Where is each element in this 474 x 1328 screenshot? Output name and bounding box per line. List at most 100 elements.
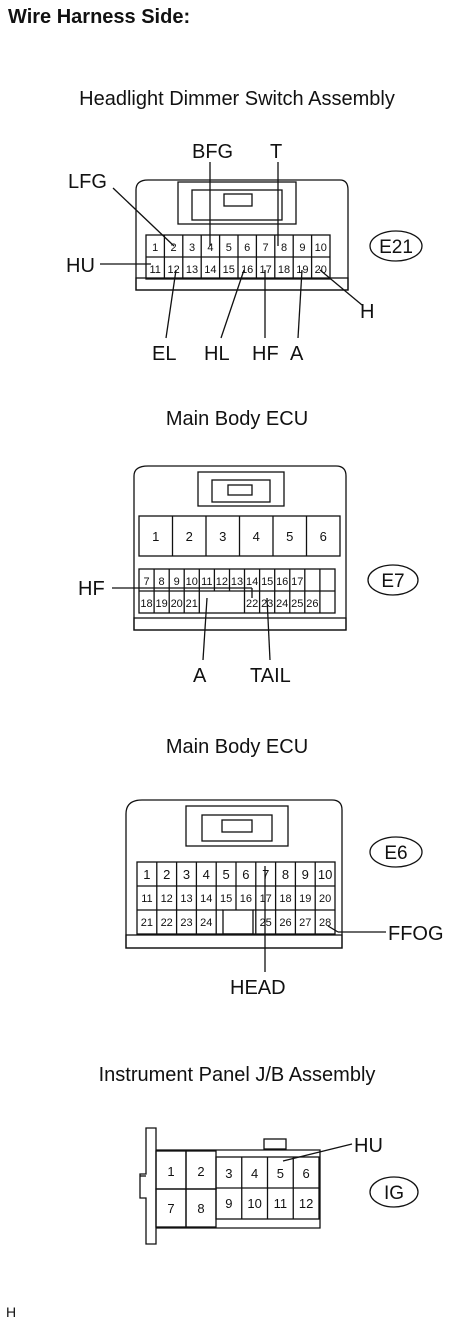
e21-pin-12: 12 xyxy=(167,264,179,276)
e21-pin-18: 18 xyxy=(278,264,290,276)
e21-label-lfg: LFG xyxy=(68,171,107,193)
e21-pin-16: 16 xyxy=(241,264,253,276)
e6-pin-3: 3 xyxy=(183,867,190,882)
e6-pin-19: 19 xyxy=(299,893,311,905)
e21-connector-id: E21 xyxy=(379,237,413,258)
e6-caption: Main Body ECU xyxy=(165,736,309,758)
e21-pin-6: 6 xyxy=(244,242,250,254)
connector-e7 xyxy=(112,465,419,661)
e21-labels: E21 LFG BFG T HU H EL HL HF A xyxy=(66,141,413,365)
ig-pin-4: 4 xyxy=(251,1166,258,1181)
e7-pin-11: 11 xyxy=(201,576,212,588)
e6-pin-6: 6 xyxy=(242,867,249,882)
e7-pins: 1 2 3 4 5 6 7 8 9 10 11 12 13 14 15 16 1… xyxy=(140,529,327,610)
footer-mark: H xyxy=(6,1304,17,1320)
e6-label-head: HEAD xyxy=(230,977,286,999)
e7-pin-14: 14 xyxy=(246,576,258,588)
ig-pin-12: 12 xyxy=(299,1196,313,1211)
e6-label-ffog: FFOG xyxy=(388,923,444,945)
e21-pin-3: 3 xyxy=(189,242,195,254)
e7-pin-19: 19 xyxy=(155,598,167,610)
ig-pin-2: 2 xyxy=(197,1164,204,1179)
ig-pins: 1 2 3 4 5 6 7 8 9 10 11 12 xyxy=(167,1164,313,1216)
e7-connector-id: E7 xyxy=(381,571,404,592)
ig-caption: Instrument Panel J/B Assembly xyxy=(98,1064,376,1086)
e6-pins: 1 2 3 4 5 6 7 8 9 10 11 12 13 14 15 16 1… xyxy=(141,867,333,929)
e6-pin-4: 4 xyxy=(203,867,210,882)
e7-pin-3: 3 xyxy=(219,529,226,544)
ig-pin-8: 8 xyxy=(197,1201,204,1216)
ig-pin-5: 5 xyxy=(277,1166,284,1181)
connector-e21 xyxy=(100,162,423,339)
e21-pin-19: 19 xyxy=(296,264,308,276)
ig-pin-1: 1 xyxy=(167,1164,174,1179)
ig-pin-6: 6 xyxy=(302,1166,309,1181)
e7-caption: Main Body ECU xyxy=(165,408,309,430)
e7-label-hf: HF xyxy=(78,578,105,600)
e6-pin-21: 21 xyxy=(141,917,153,929)
e7-pin-12: 12 xyxy=(216,576,228,588)
ig-label-hu: HU xyxy=(354,1135,383,1157)
e21-pin-9: 9 xyxy=(299,242,305,254)
e21-label-h: H xyxy=(360,301,374,323)
e6-pin-14: 14 xyxy=(200,893,212,905)
e6-pin-5: 5 xyxy=(222,867,229,882)
e21-pin-7: 7 xyxy=(263,242,269,254)
e6-pin-16: 16 xyxy=(240,893,252,905)
e6-pin-25: 25 xyxy=(260,917,272,929)
e21-pin-17: 17 xyxy=(259,264,271,276)
e6-pin-10: 10 xyxy=(318,867,332,882)
e7-pin-21: 21 xyxy=(186,598,198,610)
e6-pin-13: 13 xyxy=(180,893,192,905)
e21-label-hl: HL xyxy=(204,343,230,365)
e6-pin-26: 26 xyxy=(279,917,291,929)
ig-pin-11: 11 xyxy=(274,1196,288,1211)
e7-pin-9: 9 xyxy=(174,576,180,588)
e7-pin-18: 18 xyxy=(140,598,152,610)
ig-pin-9: 9 xyxy=(225,1196,232,1211)
e21-pin-1: 1 xyxy=(152,242,158,254)
e6-pin-7: 7 xyxy=(262,867,269,882)
e7-pin-23: 23 xyxy=(261,598,273,610)
e7-pin-4: 4 xyxy=(253,529,260,544)
connector-ig xyxy=(139,1127,419,1245)
e6-pin-27: 27 xyxy=(299,917,311,929)
e7-pin-13: 13 xyxy=(231,576,243,588)
e21-label-hu: HU xyxy=(66,255,95,277)
ig-pin-10: 10 xyxy=(247,1196,261,1211)
ig-pin-3: 3 xyxy=(225,1166,232,1181)
e6-labels: E6 FFOG HEAD xyxy=(230,843,444,999)
e21-pin-4: 4 xyxy=(207,242,213,254)
e21-pin-13: 13 xyxy=(186,264,198,276)
e6-pin-11: 11 xyxy=(141,893,152,905)
e7-pin-15: 15 xyxy=(261,576,273,588)
e7-pin-17: 17 xyxy=(291,576,303,588)
e6-pin-2: 2 xyxy=(163,867,170,882)
e6-pin-12: 12 xyxy=(161,893,173,905)
e6-pin-22: 22 xyxy=(161,917,173,929)
e7-pin-25: 25 xyxy=(291,598,303,610)
connector-e6 xyxy=(125,799,423,972)
e21-pin-2: 2 xyxy=(171,242,177,254)
e6-pin-8: 8 xyxy=(282,867,289,882)
e6-connector-id: E6 xyxy=(384,843,407,864)
ig-pin-7: 7 xyxy=(167,1201,174,1216)
e7-label-tail: TAIL xyxy=(250,665,291,687)
e7-pin-22: 22 xyxy=(246,598,258,610)
e7-pin-10: 10 xyxy=(186,576,198,588)
e21-pin-14: 14 xyxy=(204,264,216,276)
e7-pin-7: 7 xyxy=(143,576,149,588)
e21-caption: Headlight Dimmer Switch Assembly xyxy=(79,88,395,110)
e7-pin-20: 20 xyxy=(171,598,183,610)
e21-pin-11: 11 xyxy=(149,264,160,276)
e7-labels: E7 HF A TAIL xyxy=(78,571,405,687)
ig-labels: IG HU xyxy=(354,1135,404,1204)
e21-pin-5: 5 xyxy=(226,242,232,254)
e6-pin-23: 23 xyxy=(180,917,192,929)
e6-pin-20: 20 xyxy=(319,893,331,905)
e6-pin-1: 1 xyxy=(143,867,150,882)
e7-pin-16: 16 xyxy=(276,576,288,588)
e6-pin-15: 15 xyxy=(220,893,232,905)
page-title: Wire Harness Side: xyxy=(8,6,191,28)
